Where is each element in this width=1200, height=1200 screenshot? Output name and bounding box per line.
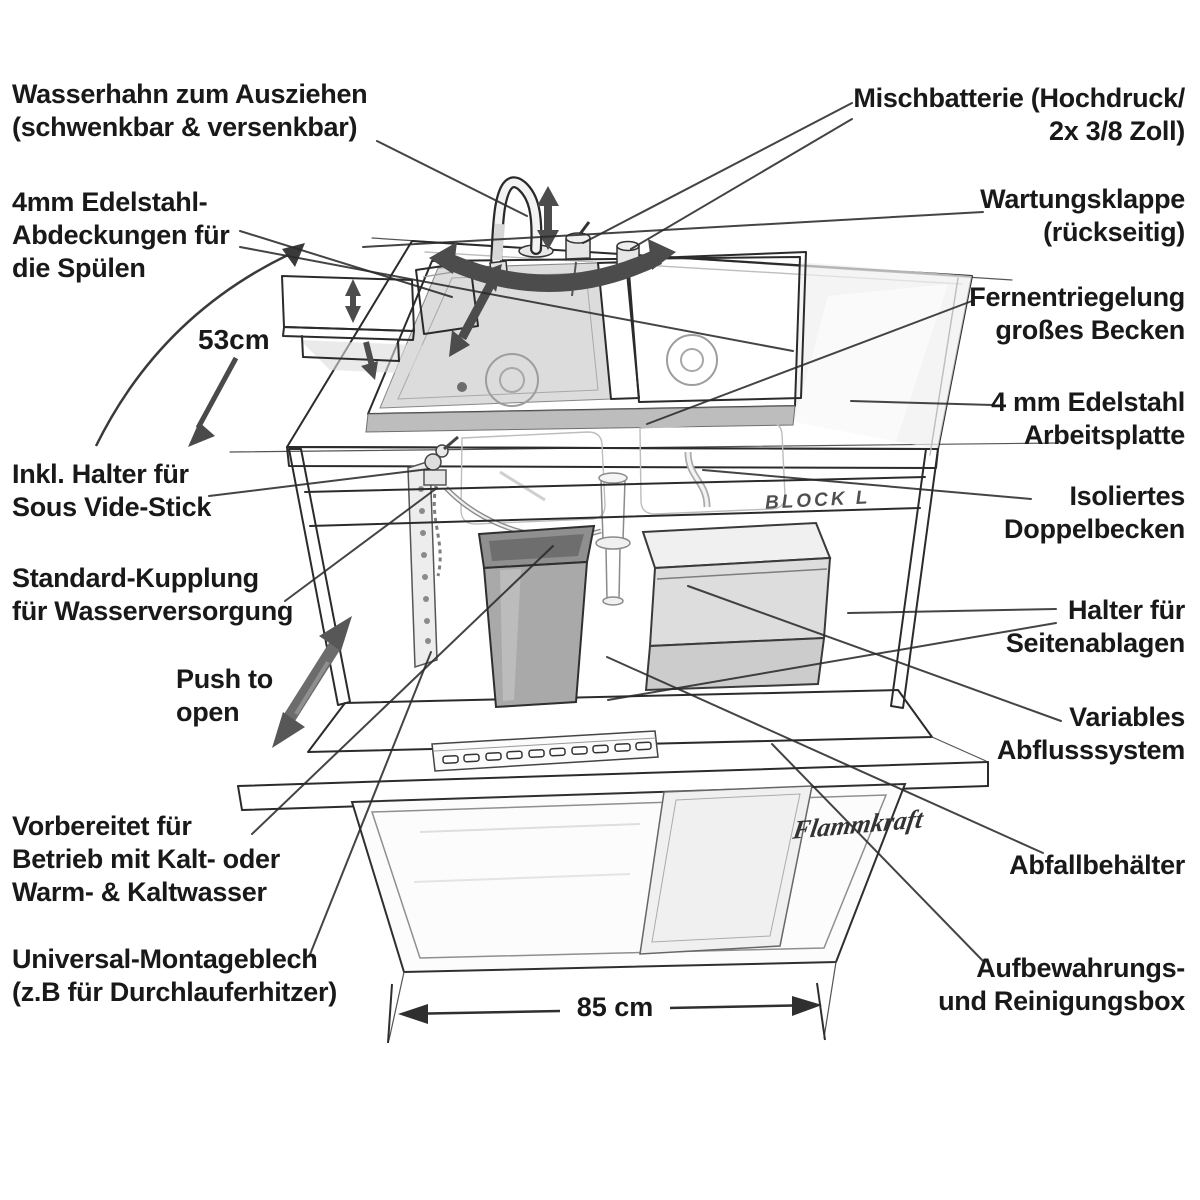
label-water-coupling: Standard-Kupplung für Wasserversorgung bbox=[12, 563, 294, 626]
storage-boxes bbox=[641, 521, 832, 692]
label-insulated-basin: Isoliertes Doppelbecken bbox=[1004, 481, 1185, 544]
cabinet-interior bbox=[307, 435, 933, 753]
dimension-53cm-text: 53cm bbox=[198, 324, 270, 355]
hanging-chain bbox=[432, 485, 442, 577]
vent-grille bbox=[431, 730, 659, 772]
arrow-right-icon bbox=[792, 996, 822, 1016]
label-sink-covers: 4mm Edelstahl- Abdeckungen für die Spüle… bbox=[12, 187, 230, 283]
waste-bin bbox=[477, 524, 596, 709]
label-service-hatch: Wartungsklappe (rückseitig) bbox=[980, 184, 1185, 247]
arrow-sw-icon bbox=[449, 330, 470, 357]
label-waste-bin: Abfallbehälter bbox=[1009, 850, 1185, 880]
dimension-85cm bbox=[387, 961, 837, 1044]
label-mounting-plate: Universal-Montageblech (z.B für Durchlau… bbox=[12, 944, 337, 1007]
swing-arc-arrow bbox=[444, 249, 662, 293]
arrow-sw-icon bbox=[188, 422, 215, 447]
label-drain-system: Variables Abflusssystem bbox=[996, 702, 1185, 765]
label-storage-box: Aufbewahrungs- und Reinigungsbox bbox=[938, 953, 1185, 1016]
leader-lines bbox=[208, 102, 1062, 962]
base-drawer bbox=[237, 736, 989, 974]
motion-arrows bbox=[345, 186, 676, 380]
arrow-ne-icon bbox=[481, 264, 502, 292]
cleaning-box bbox=[639, 785, 813, 955]
push-to-open-arrow bbox=[272, 616, 352, 748]
label-push-to-open: Push to open bbox=[176, 664, 273, 727]
under-sink-plumbing bbox=[460, 421, 786, 606]
label-pullout-faucet: Wasserhahn zum Ausziehen (schwenkbar & v… bbox=[12, 79, 368, 142]
label-mixer-tap: Mischbatterie (Hochdruck/ 2x 3/8 Zoll) bbox=[853, 83, 1185, 146]
label-water-operation: Vorbereitet für Betrieb mit Kalt- oder W… bbox=[12, 811, 280, 907]
drain-hole bbox=[457, 382, 467, 392]
label-remote-release: Fernentriegelung großes Becken bbox=[969, 282, 1185, 345]
arrow-down-icon bbox=[537, 230, 559, 250]
mixer-taps bbox=[565, 221, 640, 297]
arrow-up-icon bbox=[537, 186, 559, 206]
dimension-85cm-text: 85 cm bbox=[560, 992, 670, 1023]
label-worktop: 4 mm Edelstahl Arbeitsplatte bbox=[991, 387, 1185, 450]
label-sous-vide-holder: Inkl. Halter für Sous Vide-Stick bbox=[12, 459, 212, 522]
label-shelf-holders: Halter für Seitenablagen bbox=[1005, 595, 1185, 658]
arrow-left-icon bbox=[398, 1004, 428, 1024]
